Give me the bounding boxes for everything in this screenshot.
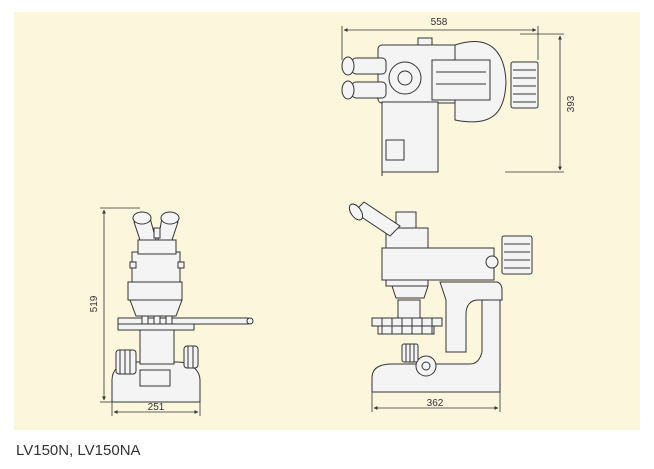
front-view-dimension-lines [100,207,201,416]
top-view-drawing [341,37,539,176]
top-view-dimension-lines [341,26,564,173]
front-width-label: 251 [148,402,165,413]
side-width-label: 362 [427,398,444,409]
front-height-label: 519 [89,295,100,312]
side-view-dimension-lines [371,392,501,412]
front-view-drawing [111,211,254,403]
model-caption: LV150N, LV150NA [16,442,141,459]
side-view-drawing [348,201,533,393]
top-width-label: 558 [431,17,448,28]
top-height-label: 393 [566,95,577,112]
